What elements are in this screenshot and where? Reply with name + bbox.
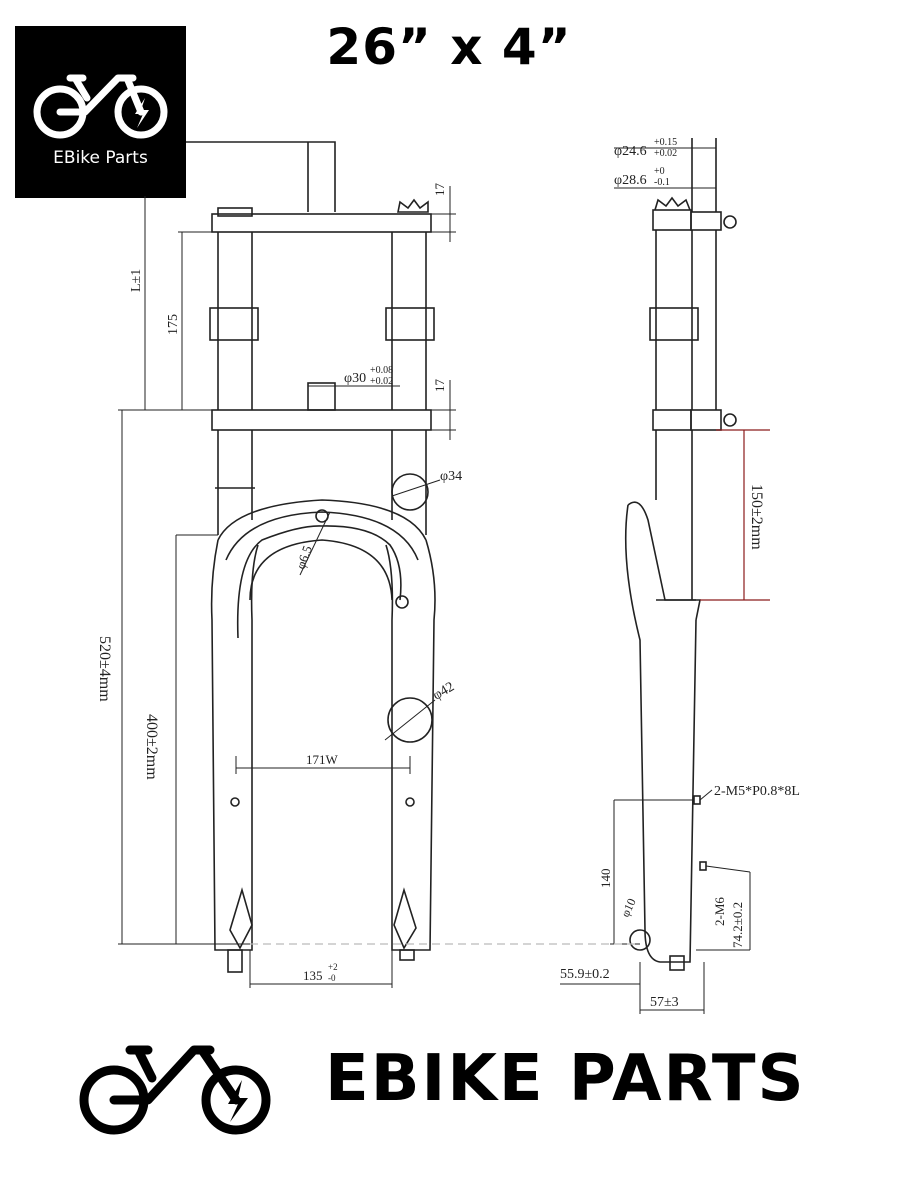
dim-outer-dia-2: φ28.6 [614,173,647,188]
dim-travel: 150±2mm [748,484,765,550]
logo-badge-label: EBike Parts [53,148,148,168]
dim-axle-dia: φ10 [618,896,639,919]
dim-steerer-length: 175 [166,314,181,335]
dim-length: L±1 [129,269,144,292]
dim-hub-spacing: 135 [303,968,323,983]
dim-stanchion-length: 400±2mm [143,714,160,780]
dim-steerer-dia: φ30 [344,371,366,386]
ebike-icon [33,74,168,139]
dim-lower-clamp: 17 [432,379,447,393]
dim-hole-6-5: φ6.5 [293,544,315,571]
dim-outer-dia-2-tol-up: +0 [654,166,665,177]
dim-tire-width: 171W [306,752,339,767]
dim-mount-thread: 2-M6 [712,897,727,926]
brand-name: EBIKE PARTS [325,1042,806,1116]
dim-outer-dia-1-tol-low: +0.02 [654,148,677,159]
dim-hub-spacing-tol-up: +2 [328,962,338,972]
dim-offset: 55.9±0.2 [560,967,610,982]
dim-steerer-dia-tol-up: +0.08 [370,365,393,376]
page-title: 26” x 4” [326,18,572,76]
logo-badge: EBike Parts [15,26,186,198]
dim-hub-spacing-tol-low: -0 [328,973,336,983]
dim-outer-dia-2-tol-low: -0.1 [654,177,670,188]
dim-steerer-dia-tol-low: +0.02 [370,376,393,387]
dim-hole-34: φ34 [440,469,462,484]
dim-mount-spacing: 74.2±0.2 [730,902,745,948]
dim-mount-height: 140 [598,869,613,889]
ebike-icon [79,1045,271,1135]
dim-hole-42: φ42 [431,679,458,703]
dim-dropout-width: 57±3 [650,995,679,1010]
dim-outer-dia-1-tol-up: +0.15 [654,137,677,148]
dim-axle-to-crown: 520±4mm [96,636,113,702]
dim-outer-dia-1: φ24.6 [614,144,647,159]
dim-top-clamp: 17 [432,183,447,197]
dim-thread-spec: 2-M5*P0.8*8L [714,784,800,799]
